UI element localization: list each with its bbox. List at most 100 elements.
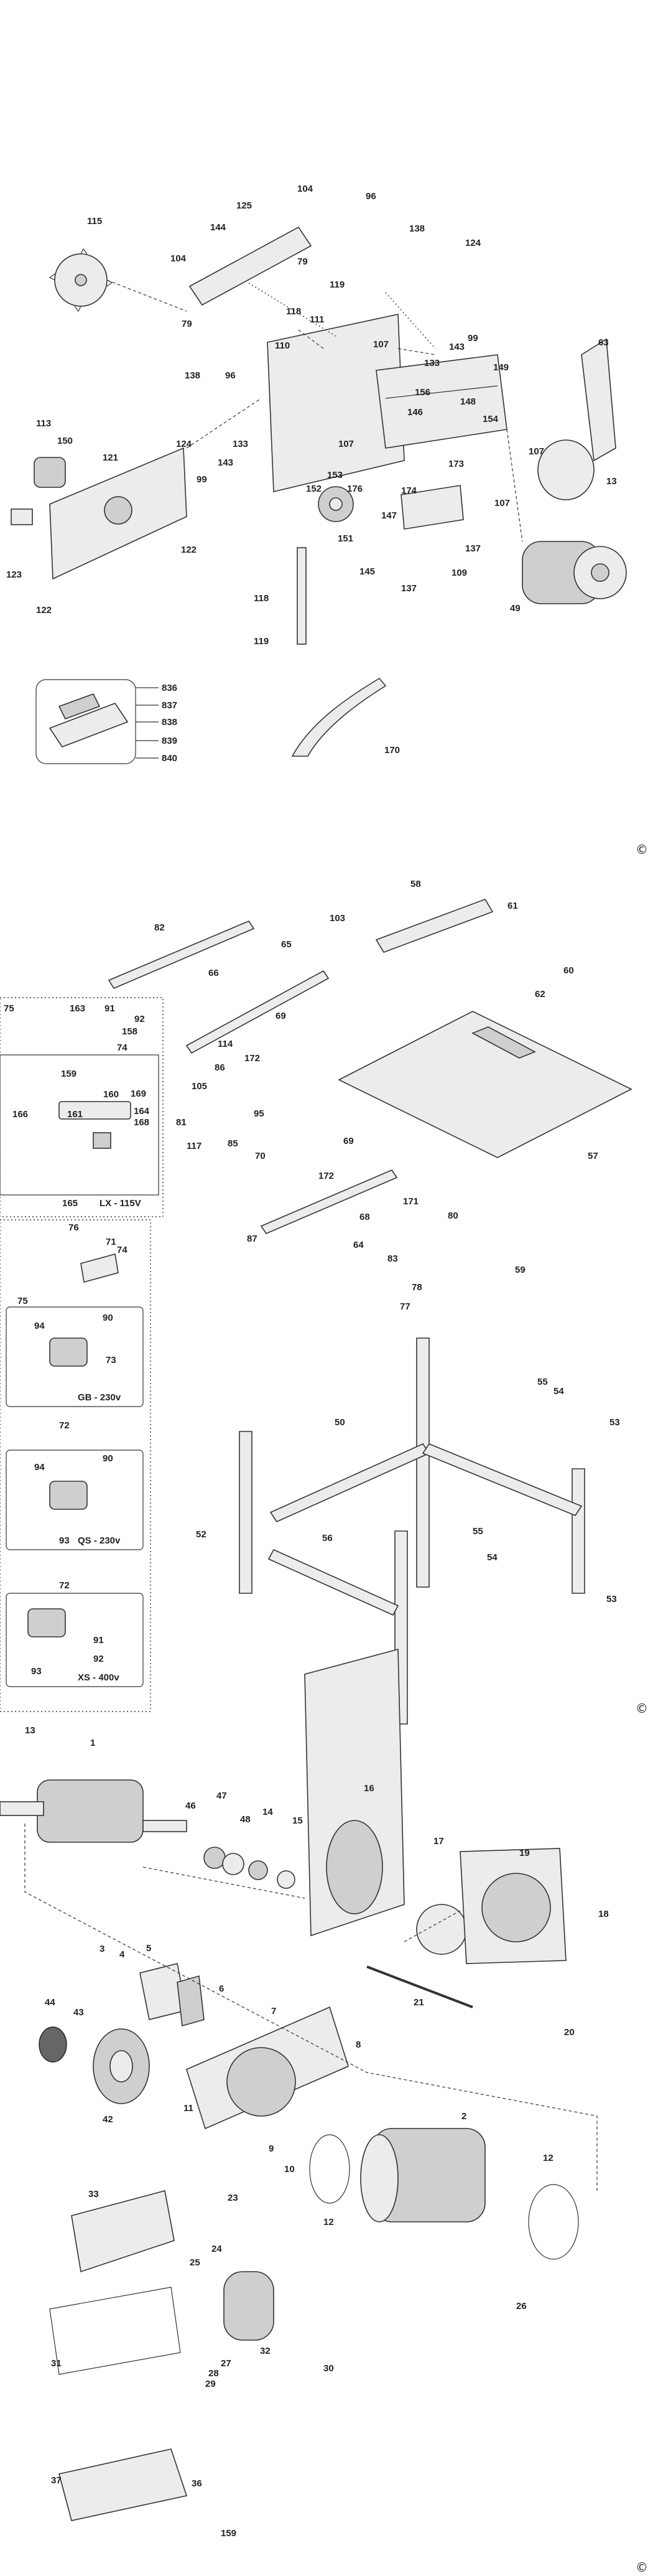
label: 122: [181, 545, 197, 555]
label: 11: [183, 2103, 193, 2114]
label: 9: [269, 2143, 274, 2154]
label: 124: [176, 439, 192, 449]
label: 49: [510, 603, 521, 614]
label: 24: [211, 2244, 222, 2254]
label: 124: [465, 238, 481, 248]
label: 159: [61, 1069, 76, 1079]
label: 173: [448, 459, 464, 469]
label: 147: [381, 510, 397, 521]
label: 71: [106, 1237, 116, 1247]
label: 66: [208, 968, 219, 978]
label: 840: [162, 753, 177, 764]
label: 44: [45, 1997, 55, 2008]
copyright-mark: ©: [636, 1701, 648, 1716]
label: 146: [407, 407, 423, 418]
label: 111: [310, 314, 324, 325]
label: 72: [59, 1580, 70, 1591]
label: 78: [412, 1282, 422, 1293]
label: 12: [323, 2217, 334, 2227]
table-insert-plate: [267, 314, 405, 493]
label: 138: [409, 223, 425, 234]
label: 96: [225, 370, 236, 381]
label: 125: [236, 200, 252, 211]
label: 65: [281, 939, 292, 950]
label: 118: [286, 306, 301, 317]
label: 12: [543, 2153, 553, 2163]
blade-guard: [188, 226, 312, 306]
caption-lx-number: 165: [62, 1198, 78, 1209]
section-2-stand: [0, 899, 632, 1725]
motor-variants-box: [0, 1219, 151, 1712]
seal-ring: [528, 2184, 579, 2260]
label: 164: [134, 1106, 150, 1117]
label: 107: [529, 446, 544, 457]
stand-leg: [416, 1337, 430, 1588]
label: 23: [228, 2193, 238, 2203]
caption-gb: GB - 230v: [78, 1392, 121, 1403]
label: 150: [57, 436, 73, 446]
label: 76: [68, 1222, 79, 1233]
label: 137: [401, 583, 417, 594]
label: 110: [275, 340, 290, 351]
label: 143: [218, 457, 233, 468]
label: 133: [424, 358, 440, 368]
label: 837: [162, 700, 177, 711]
label: 113: [36, 418, 51, 429]
label: 2: [461, 2111, 466, 2122]
label: 143: [449, 342, 465, 352]
label: 50: [335, 1417, 345, 1428]
label: 6: [219, 1984, 224, 1994]
label: 161: [67, 1109, 83, 1120]
label: 99: [197, 474, 207, 485]
label: 160: [103, 1089, 119, 1100]
label: 1: [90, 1738, 95, 1748]
copyright-mark: ©: [636, 2560, 648, 2575]
label: 86: [215, 1062, 225, 1073]
label: 174: [401, 485, 417, 496]
label: 118: [254, 593, 269, 604]
fence-58: [375, 899, 494, 953]
push-stick: [291, 677, 387, 757]
stand-cross-rail: [269, 1443, 430, 1523]
label: 176: [347, 484, 363, 494]
label: 96: [366, 191, 376, 202]
label: 75: [4, 1003, 14, 1014]
lx-variant-box: [0, 997, 164, 1217]
label: 107: [338, 439, 354, 449]
label: 53: [606, 1594, 617, 1604]
label: 58: [410, 879, 421, 889]
label: 14: [262, 1807, 273, 1817]
label: 105: [192, 1081, 207, 1092]
caption-qs: QS - 230v: [78, 1535, 121, 1546]
label: 7: [271, 2006, 276, 2016]
label: 99: [468, 333, 478, 344]
label: 4: [119, 1949, 125, 1960]
label: 8: [356, 2040, 361, 2050]
label: 117: [187, 1141, 201, 1151]
label: 154: [483, 414, 499, 424]
label: 69: [276, 1011, 286, 1021]
label: 77: [400, 1301, 410, 1312]
label: 10: [284, 2164, 295, 2175]
label: 60: [563, 965, 574, 976]
label: 42: [103, 2114, 113, 2125]
label: 21: [414, 1997, 424, 2008]
label: 172: [244, 1053, 260, 1064]
label: 18: [598, 1909, 609, 1919]
label: 79: [297, 256, 308, 267]
label: 74: [117, 1042, 127, 1053]
label: 168: [134, 1117, 149, 1128]
label: 156: [415, 387, 430, 398]
label: 36: [192, 2478, 202, 2489]
label: 56: [322, 1533, 333, 1543]
label: 838: [162, 717, 177, 728]
label: 61: [507, 901, 518, 911]
label: 839: [162, 736, 177, 746]
label: 82: [154, 922, 165, 933]
label: 92: [134, 1014, 145, 1024]
label: 172: [318, 1171, 334, 1181]
label: 158: [122, 1026, 137, 1037]
label: 133: [233, 439, 248, 449]
label: 19: [519, 1848, 530, 1858]
